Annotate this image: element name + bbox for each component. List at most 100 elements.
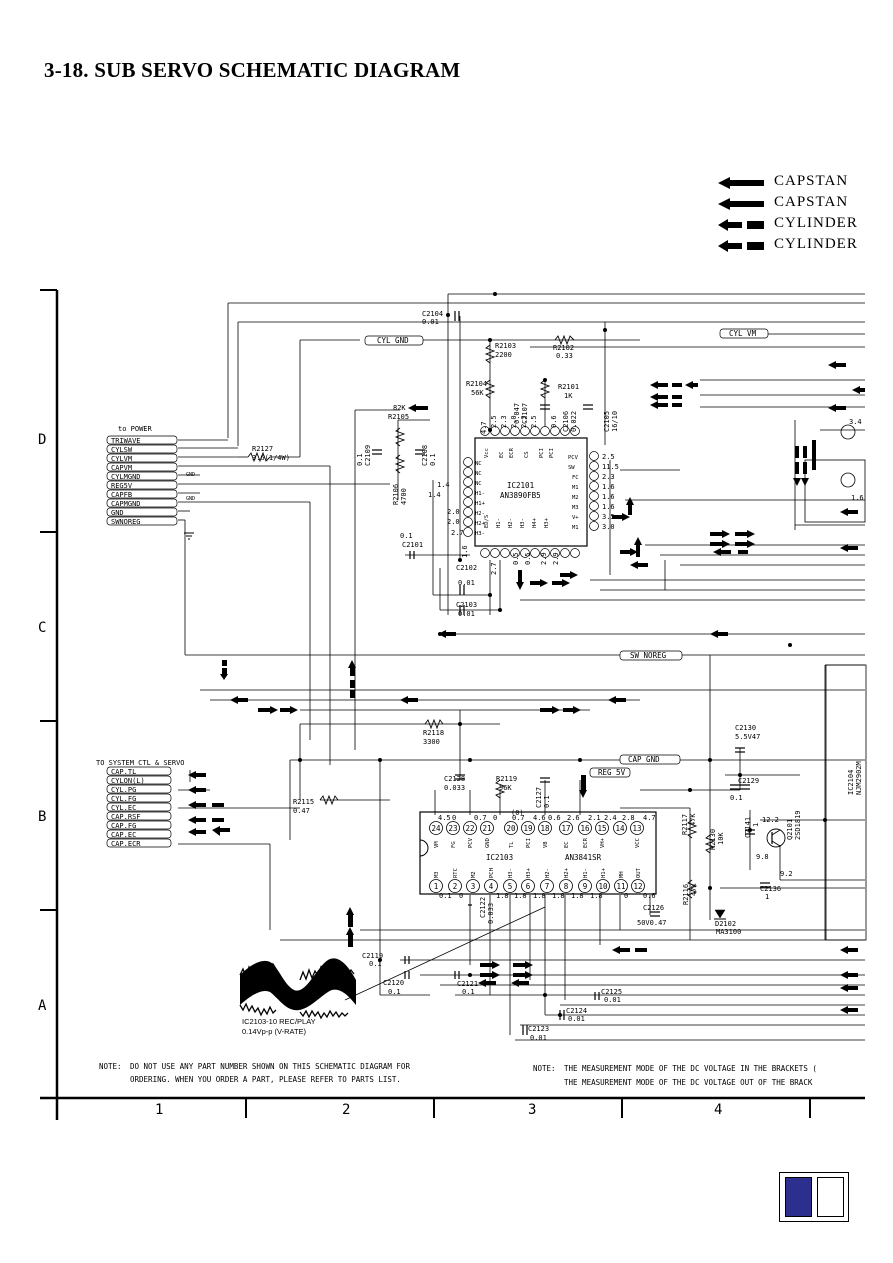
- ic2103-part: AN3841SR: [565, 853, 602, 862]
- svg-text:EC: EC: [499, 451, 505, 458]
- waveform-caption: IC2103-10 REC/PLAY 0.14Vp-p (V-RATE): [242, 1017, 316, 1036]
- diode-d2102: [714, 909, 726, 919]
- svg-text:1.8: 1.8: [514, 892, 527, 900]
- connector-pin-label: CYLMGND: [111, 473, 141, 481]
- col-ticks: [245, 1098, 811, 1118]
- connector-pin-label: CYL.FG: [111, 795, 136, 803]
- svg-text:3.5: 3.5: [602, 513, 615, 521]
- ic2101-labels: IC2101 AN3890FB5 NC NC NC H1- H1+ H2- H2…: [428, 415, 619, 575]
- svg-text:4.6: 4.6: [533, 814, 546, 822]
- ground-symbol: [184, 532, 194, 540]
- svg-text:M2: M2: [471, 871, 477, 878]
- svg-text:2.3: 2.3: [500, 415, 508, 428]
- svg-text:NC: NC: [475, 471, 482, 477]
- note-left-line-1: DO NOT USE ANY PART NUMBER SHOWN ON THIS…: [130, 1062, 410, 1071]
- c2127-value: 0.1: [543, 795, 551, 808]
- c2124-value: 0.01: [568, 1015, 585, 1023]
- c2124-ref: C2124: [566, 1007, 587, 1015]
- note-right-prefix: NOTE:: [533, 1064, 556, 1073]
- c2141-value: 1: [752, 823, 760, 827]
- c2101-ref: C2101: [402, 541, 423, 549]
- svg-text:1.4: 1.4: [428, 491, 441, 499]
- svg-text:H1-: H1-: [583, 868, 589, 878]
- r2105-value: 82K: [393, 404, 406, 412]
- svg-text:0.6: 0.6: [550, 415, 558, 428]
- c2104-value: 0.01: [422, 318, 439, 326]
- resistor-symbols: [247, 334, 716, 899]
- bus-cyl-gnd: CYL GND: [377, 336, 409, 345]
- bus-sw-noreg: SW NOREG: [630, 651, 667, 660]
- gnd-label: GND: [186, 472, 195, 478]
- svg-text:H1+: H1+: [601, 867, 607, 878]
- bus-cyl-vm: CYL VM: [729, 329, 757, 338]
- svg-text:4.5: 4.5: [438, 814, 451, 822]
- ic2103-labels: IC2103 AN3841SR VM FG PCV GND TL PCI VB …: [434, 809, 656, 900]
- waveform-label-1: IC2103-10 REC/PLAY: [242, 1017, 316, 1026]
- ic2103-notch: [419, 839, 429, 857]
- svg-text:VB: VB: [543, 841, 549, 848]
- svg-text:4: 4: [489, 882, 494, 891]
- next-page-button[interactable]: [817, 1177, 844, 1217]
- svg-text:H2-: H2-: [508, 518, 514, 528]
- c2130-ref: C2130: [735, 724, 756, 732]
- voltage-label: 9.2: [780, 870, 793, 878]
- svg-text:VH+: VH+: [600, 837, 606, 848]
- svg-text:FG: FG: [451, 841, 457, 848]
- ic-pin-circle: [840, 424, 856, 440]
- svg-text:0: 0: [493, 814, 497, 822]
- c2130-value: 5.5V47: [735, 733, 760, 741]
- svg-text:10: 10: [598, 882, 608, 891]
- connector-pin-label: REG5V: [111, 482, 133, 490]
- c2102-value: 0.01: [458, 579, 475, 587]
- svg-text:H3-: H3-: [520, 518, 526, 528]
- note-left-line-2: ORDERING. WHEN YOU ORDER A PART, PLEASE …: [130, 1075, 401, 1084]
- r2117-value: 47K: [689, 813, 697, 826]
- note-left-prefix: NOTE:: [99, 1062, 122, 1071]
- svg-text:ED/S: ED/S: [484, 515, 490, 528]
- arrow-left-solid-icon: [718, 198, 764, 210]
- svg-text:0.6: 0.6: [548, 814, 561, 822]
- svg-text:1.8: 1.8: [552, 892, 565, 900]
- svg-text:12: 12: [633, 882, 642, 891]
- svg-text:3: 3: [471, 882, 476, 891]
- svg-text:13: 13: [632, 824, 641, 833]
- connector-pin-label: CAP.ECR: [111, 840, 141, 848]
- connector-power-header: to POWER: [118, 425, 153, 433]
- r2115-value: 0.47: [293, 807, 310, 815]
- svg-text:2.0: 2.0: [447, 518, 460, 526]
- r2116-ref: R2116: [682, 884, 690, 905]
- svg-text:1.8: 1.8: [496, 892, 509, 900]
- svg-text:H3-: H3-: [508, 868, 514, 878]
- r2127-value: 3.6(1/4W): [252, 454, 290, 462]
- r2104-value: 56K: [471, 389, 484, 397]
- c2103-value: 0.01: [458, 610, 475, 618]
- c2109-ref: C2109: [364, 445, 372, 466]
- junction-dots: [298, 292, 827, 1017]
- svg-text:0.7: 0.7: [512, 814, 525, 822]
- connector-pin-label: CAP.TL: [111, 768, 136, 776]
- d2102-ref: D2102: [715, 920, 736, 928]
- svg-text:4.7: 4.7: [643, 814, 656, 822]
- connector-power: to POWER TRIWAVE CYLSW CYLVM CAPVM CYLMG…: [106, 425, 195, 526]
- r2101-value: 1K: [564, 392, 573, 400]
- r2127-ref: R2127: [252, 445, 273, 453]
- svg-text:5: 5: [508, 882, 513, 891]
- previous-page-button[interactable]: [785, 1177, 812, 1217]
- svg-text:EC: EC: [564, 841, 570, 848]
- c2126-value: 50V0.47: [637, 919, 667, 927]
- c2107-ref: C2107: [521, 403, 529, 424]
- ic2101-part: AN3890FB5: [500, 491, 541, 500]
- svg-text:MH: MH: [619, 871, 625, 878]
- legend-label: CYLINDER: [774, 236, 858, 252]
- r2104-ref: R2104: [466, 380, 487, 388]
- r2101-ref: R2101: [558, 383, 579, 391]
- r2118-value: 3300: [423, 738, 440, 746]
- c2122-value: 0.033: [487, 903, 495, 924]
- r2103-ref: R2103: [495, 342, 516, 350]
- svg-text:H2+: H2+: [475, 521, 486, 527]
- c2122-ref: C2122: [479, 897, 487, 918]
- c2108-value: 0.1: [429, 453, 437, 466]
- gnd-label: GND: [186, 496, 195, 502]
- svg-text:PCV: PCV: [568, 455, 579, 461]
